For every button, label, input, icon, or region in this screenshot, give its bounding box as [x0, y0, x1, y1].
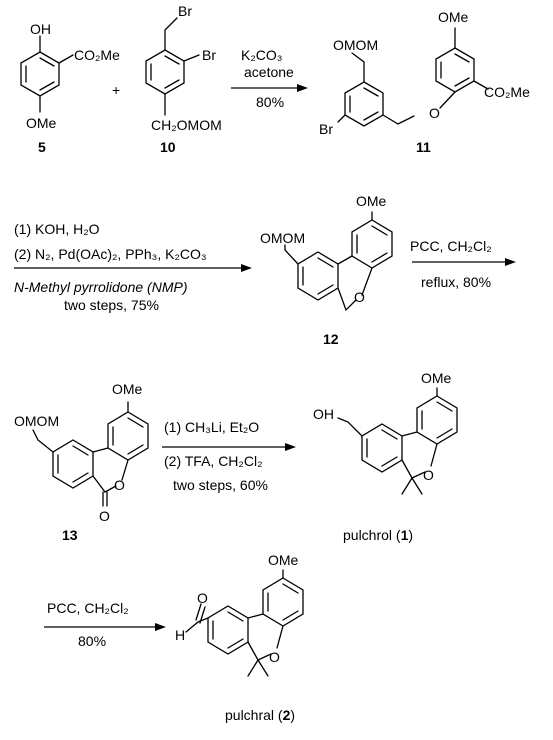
- step-1-yield: 80%: [256, 94, 284, 110]
- step-2-line-3: N-Methyl pyrrolidone (NMP): [14, 279, 187, 295]
- compound-pulchral-o: O: [269, 649, 280, 665]
- step-3-arrow-head: [505, 258, 516, 266]
- compound-5-ester: CO₂Me: [74, 47, 120, 63]
- step-3-conditions: reflux, 80%: [421, 274, 491, 290]
- compound-5-ome: OMe: [26, 115, 57, 131]
- compound-pulchral-number: 2: [283, 707, 291, 723]
- compound-11-ester: CO₂Me: [484, 84, 530, 100]
- compound-13-omom: OMOM: [14, 413, 59, 429]
- compound-pulchral-name: pulchral: [225, 707, 274, 723]
- compound-5: OH CO₂Me OMe 5: [20, 21, 120, 155]
- compound-13-o-ring: O: [114, 477, 125, 493]
- compound-pulchral-h: H: [175, 627, 185, 643]
- compound-13-o-carbonyl: O: [99, 508, 110, 524]
- compound-12-structure: [284, 211, 393, 312]
- compound-pulchrol-name: pulchrol: [343, 527, 392, 543]
- compound-12: OMe OMOM O 12: [260, 193, 393, 347]
- step-2-line-4: two steps, 75%: [64, 297, 159, 313]
- compound-pulchral-o-aldehyde: O: [197, 590, 208, 606]
- compound-pulchrol-label: pulchrol (1): [343, 527, 413, 543]
- compound-10-br-ring: Br: [202, 47, 216, 63]
- compound-pulchrol-ome: OMe: [421, 370, 452, 386]
- compound-pulchral-structure: [185, 569, 304, 677]
- compound-10-ch2omom: CH₂OMOM: [151, 117, 222, 133]
- compound-13-structure: [32, 401, 149, 507]
- compound-pulchrol-structure: [337, 387, 458, 495]
- compound-13-number: 13: [62, 527, 78, 543]
- compound-10-number: 10: [160, 139, 176, 155]
- step-5: PCC, CH₂Cl₂ 80%: [44, 600, 166, 649]
- step-1-reagent: K₂CO₃: [241, 47, 282, 63]
- compound-pulchrol-oh: OH: [313, 406, 334, 422]
- compound-13: OMe OMOM O O 13: [14, 381, 149, 543]
- step-4-line-3: two steps, 60%: [173, 477, 268, 493]
- compound-10: Br Br CH₂OMOM 10: [145, 3, 222, 155]
- compound-pulchral-label: pulchral (2): [225, 707, 295, 723]
- step-2-line-1: (1) KOH, H₂O: [14, 221, 100, 237]
- compound-5-structure: [20, 35, 74, 113]
- compound-10-br-top: Br: [178, 3, 192, 19]
- step-5-yield: 80%: [78, 633, 106, 649]
- step-1-solvent: acetone: [244, 64, 294, 80]
- step-4-line-2: (2) TFA, CH₂Cl₂: [164, 453, 263, 469]
- compound-11-number: 11: [416, 139, 431, 155]
- step-1: K₂CO₃ acetone 80%: [231, 47, 308, 110]
- step-1-arrow-head: [297, 84, 308, 92]
- compound-pulchral: OMe O H O pulchral (2): [175, 552, 304, 723]
- compound-11-structure: [337, 27, 489, 127]
- step-2-arrow-head: [241, 264, 252, 272]
- step-3: PCC, CH₂Cl₂ reflux, 80%: [410, 238, 516, 290]
- compound-12-ome: OMe: [356, 193, 387, 209]
- compound-11-omom: OMOM: [333, 37, 378, 53]
- compound-11-ome: OMe: [438, 9, 469, 25]
- compound-pulchrol-number: 1: [401, 527, 409, 543]
- compound-pulchrol: OMe OH O pulchrol (1): [313, 370, 458, 543]
- compound-11: OMOM Br O OMe CO₂Me 11: [319, 9, 530, 155]
- step-5-arrow-head: [155, 623, 166, 631]
- step-2-line-2: (2) N₂, Pd(OAc)₂, PPh₃, K₂CO₃: [14, 246, 207, 262]
- compound-12-o: O: [354, 289, 365, 305]
- compound-13-ome: OMe: [112, 381, 143, 397]
- step-4-line-1: (1) CH₃Li, Et₂O: [164, 419, 259, 435]
- compound-11-o: O: [429, 105, 440, 121]
- compound-12-omom: OMOM: [260, 230, 305, 246]
- step-2: (1) KOH, H₂O (2) N₂, Pd(OAc)₂, PPh₃, K₂C…: [14, 221, 252, 313]
- step-3-reagent: PCC, CH₂Cl₂: [410, 238, 492, 254]
- plus-sign: +: [112, 82, 120, 98]
- step-5-reagent: PCC, CH₂Cl₂: [47, 600, 129, 616]
- step-4: (1) CH₃Li, Et₂O (2) TFA, CH₂Cl₂ two step…: [162, 419, 296, 493]
- compound-5-number: 5: [38, 139, 46, 155]
- step-4-arrow-head: [285, 443, 296, 451]
- compound-pulchral-ome: OMe: [268, 552, 299, 568]
- compound-10-structure: [145, 17, 200, 116]
- compound-11-br: Br: [319, 121, 333, 137]
- compound-5-oh: OH: [30, 21, 51, 37]
- compound-pulchrol-o: O: [423, 467, 434, 483]
- compound-12-number: 12: [323, 331, 339, 347]
